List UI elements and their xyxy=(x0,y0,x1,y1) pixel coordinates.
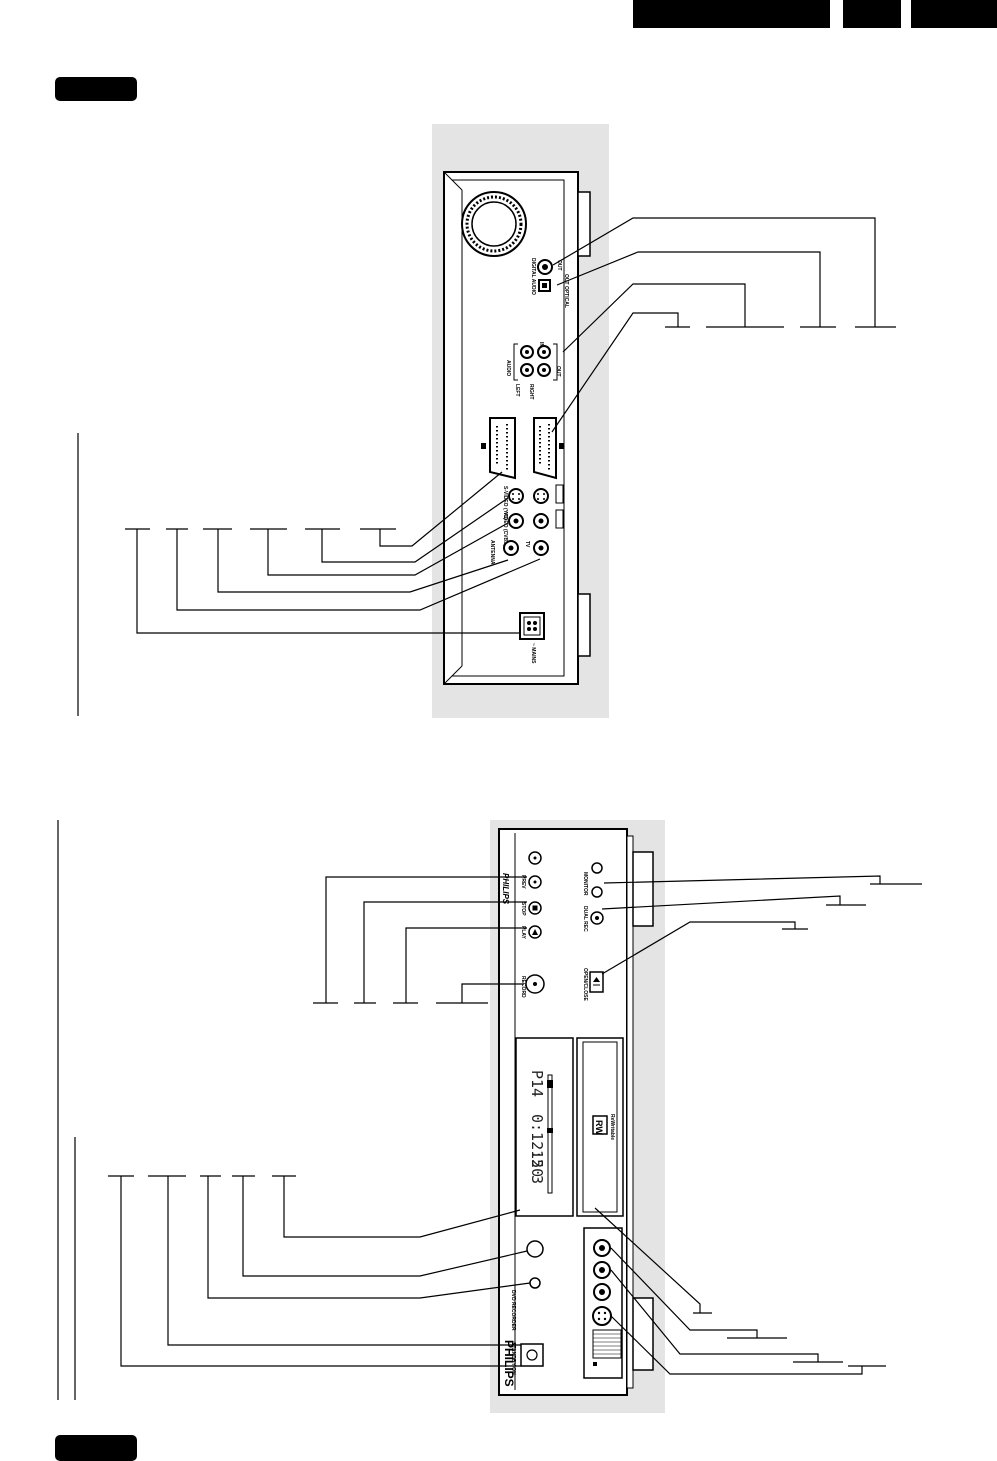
digital-audio-label: DIGITAL AUDIO xyxy=(530,258,536,295)
audio-rca-block xyxy=(513,343,558,381)
standby-label: STANDBY-ON xyxy=(510,1342,516,1375)
source-button[interactable] xyxy=(590,911,604,925)
stop-button[interactable] xyxy=(528,901,542,915)
tv-label: TV xyxy=(524,541,530,548)
stop-label: STOP xyxy=(520,902,526,916)
header-tab-3 xyxy=(911,0,997,28)
rw-logo: RW xyxy=(594,1120,604,1135)
cvbs-in-jack xyxy=(533,513,549,529)
scart-2-connector xyxy=(533,417,557,480)
display-chapter: 12 xyxy=(528,1150,546,1168)
prev-label: PREV xyxy=(520,875,526,889)
prev-button[interactable] xyxy=(528,875,542,889)
audio-out-label: OUT xyxy=(555,366,561,377)
rear-callouts-left xyxy=(77,433,541,716)
rear-callouts-right xyxy=(551,217,896,433)
display-pgm: P14 xyxy=(528,1070,546,1097)
digital-audio-coax-jack xyxy=(537,259,553,275)
standby-indicator xyxy=(529,1277,541,1289)
logo-text: PHILIPS xyxy=(501,873,510,905)
model-label: DVD RECORDER xyxy=(510,1290,516,1331)
record-button[interactable] xyxy=(525,974,545,994)
front-panel: PREV STOP PLAY RECORD PHILIPS MONITOR DU… xyxy=(490,820,665,1413)
header-tab-1 xyxy=(633,0,830,28)
svideo-in-jack xyxy=(533,488,549,504)
rw-sub: ReWritable xyxy=(609,1114,615,1140)
svideo-label: S-VIDEO (Y/C) xyxy=(502,486,508,520)
scart-1-connector xyxy=(489,417,516,480)
front-av-inputs xyxy=(583,1227,623,1379)
monitor-label: MONITOR xyxy=(582,872,588,896)
tv-rf-jack xyxy=(533,540,549,556)
header-tab-2 xyxy=(843,0,901,28)
disc-tray: RW ReWritable xyxy=(576,1037,624,1217)
antenna-jack xyxy=(503,540,519,556)
audio-in-label: IN xyxy=(538,342,544,347)
monitor-button[interactable] xyxy=(591,862,603,874)
record-label: RECORD xyxy=(520,976,526,998)
display-window: P14 0:12:50 12 3 xyxy=(515,1037,574,1217)
standby-on-button[interactable] xyxy=(520,1343,544,1367)
open-close-label: OPEN/CLOSE xyxy=(582,968,588,1001)
antenna-label: ANTENNA xyxy=(489,540,495,565)
out-optical-label: OUT OPTICAL xyxy=(563,274,569,308)
rear-panel: DIGITAL AUDIO OUT OUT OPTICAL AUDIO LEFT… xyxy=(432,124,609,718)
front-callouts xyxy=(57,820,922,1400)
mains-socket xyxy=(519,612,545,640)
mains-label: ~ MAINS xyxy=(530,643,536,664)
audio-right-label: RIGHT xyxy=(528,384,534,400)
fan-icon xyxy=(461,191,527,257)
dual-rec-button[interactable] xyxy=(591,886,603,898)
section-badge-top xyxy=(55,77,137,101)
next-button[interactable] xyxy=(528,851,542,865)
svideo-out-jack xyxy=(508,488,524,504)
dual-rec-label: DUAL REC xyxy=(582,906,588,932)
play-label: PLAY xyxy=(520,926,526,940)
play-button[interactable] xyxy=(528,925,542,939)
cvbs-out-jack xyxy=(508,513,524,529)
cvbs-label: VIDEO (CVBS) xyxy=(502,512,508,547)
section-badge-bottom xyxy=(55,1435,137,1461)
timer-button[interactable] xyxy=(526,1240,544,1258)
display-time: 0:12:50 xyxy=(528,1114,546,1177)
display-title: 3 xyxy=(528,1175,546,1184)
audio-left-label: LEFT xyxy=(514,384,520,397)
open-close-button[interactable] xyxy=(589,971,604,993)
digital-audio-optical-jack xyxy=(538,279,551,292)
audio-label: AUDIO xyxy=(505,360,511,376)
brand-label: PHILIPS xyxy=(502,1340,516,1387)
out-coax-label: OUT xyxy=(556,260,562,271)
